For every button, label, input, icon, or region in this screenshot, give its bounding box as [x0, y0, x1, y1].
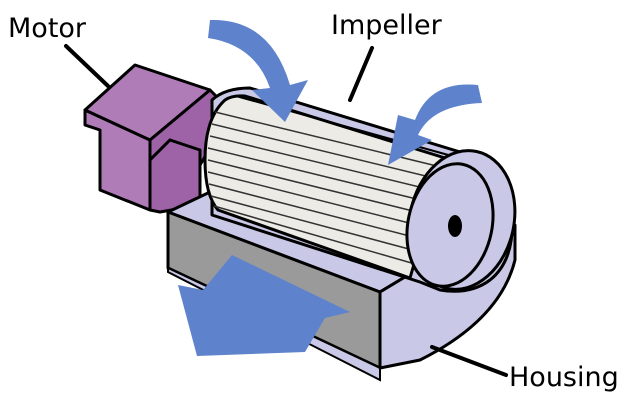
- motor-label: Motor: [8, 13, 87, 44]
- outflow-arrow: [178, 255, 350, 356]
- housing-label: Housing: [509, 362, 619, 393]
- impeller-leader-line: [348, 46, 374, 102]
- impeller-drum: [203, 94, 447, 280]
- impeller-label: Impeller: [331, 10, 442, 41]
- housing-leader-line: [430, 345, 508, 377]
- motor-leader-line: [64, 44, 110, 88]
- shaft-hole: [448, 215, 462, 237]
- intake-arrow-left: [208, 19, 308, 122]
- impeller-blades: [207, 111, 446, 265]
- end-cap: [405, 149, 517, 291]
- intake-arrow-right: [388, 84, 482, 165]
- airflow-arrows: [178, 19, 482, 356]
